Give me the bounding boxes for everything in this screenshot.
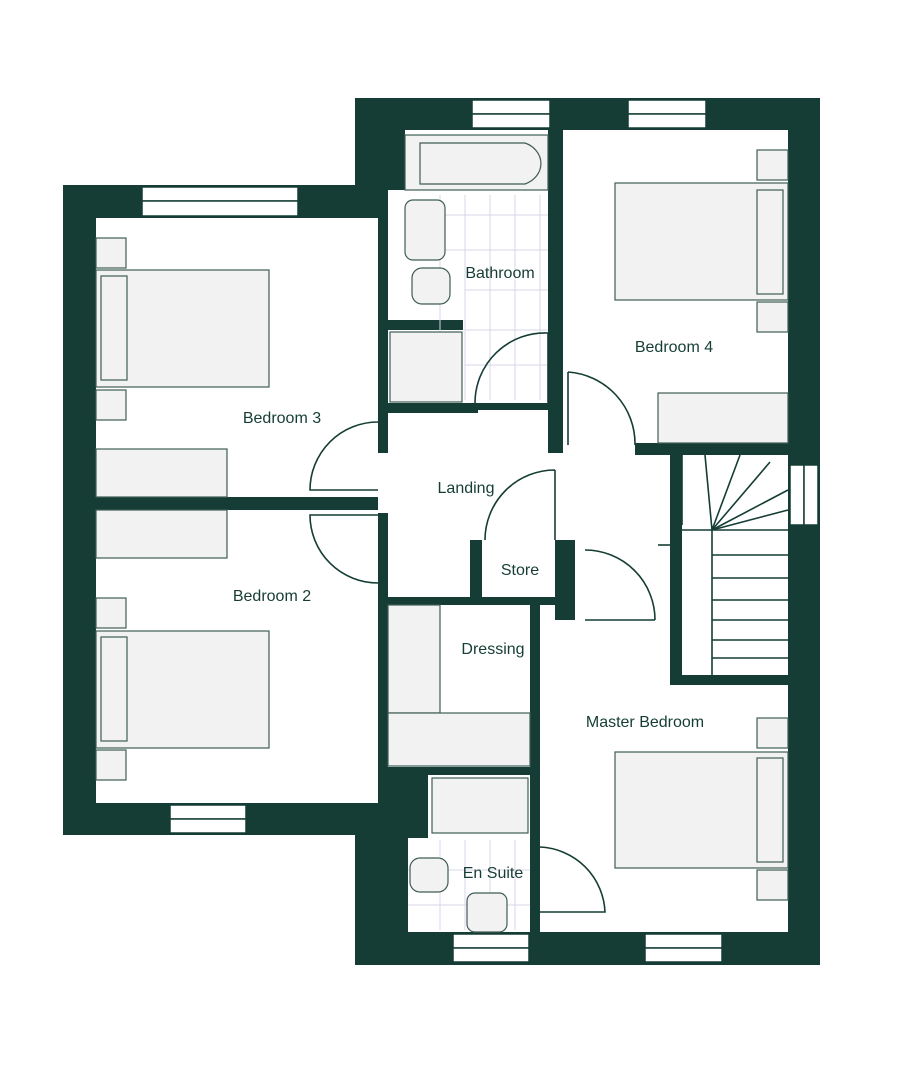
windows (141, 99, 819, 963)
staircase (681, 454, 789, 675)
label-master-bedroom: Master Bedroom (586, 714, 704, 731)
label-bathroom: Bathroom (465, 265, 534, 282)
label-store: Store (501, 562, 539, 579)
label-bedroom-4: Bedroom 4 (635, 339, 713, 356)
doors (309, 332, 670, 913)
furniture (95, 134, 789, 933)
label-dressing: Dressing (461, 641, 524, 658)
label-bedroom-2: Bedroom 2 (233, 588, 311, 605)
label-landing: Landing (438, 480, 495, 497)
room-labels: Bathroom Bedroom 4 Bedroom 3 Landing Sto… (233, 265, 713, 882)
label-en-suite: En Suite (463, 865, 524, 882)
label-bedroom-3: Bedroom 3 (243, 410, 321, 427)
internal-walls (96, 130, 788, 932)
